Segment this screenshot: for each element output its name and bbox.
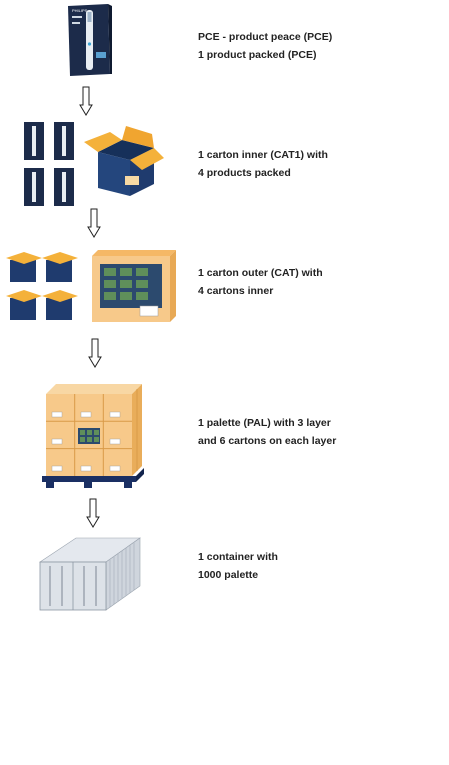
shipping-container-icon xyxy=(39,537,141,611)
step4-text: 1 palette (PAL) with 3 layer and 6 carto… xyxy=(198,414,336,450)
step2-line1: 1 carton inner (CAT1) with xyxy=(198,149,328,161)
inner-carton-icon xyxy=(24,122,164,206)
down-arrow-icon xyxy=(88,338,102,368)
step5-line1: 1 container with xyxy=(198,551,278,563)
step3-line2: 4 cartons inner xyxy=(198,285,274,297)
down-arrow-icon xyxy=(86,498,100,528)
outer-carton-icon xyxy=(6,250,176,322)
down-arrow-icon xyxy=(87,208,101,238)
step1-text: PCE - product peace (PCE) 1 product pack… xyxy=(198,28,332,64)
step5-line2: 1000 palette xyxy=(198,569,259,581)
brand-label: PHILIPS xyxy=(72,8,88,13)
step3-line1: 1 carton outer (CAT) with xyxy=(198,267,323,279)
step1-line1: PCE - product peace (PCE) xyxy=(198,31,333,43)
step1-line2: 1 product packed (PCE) xyxy=(198,49,317,61)
step2-text: 1 carton inner (CAT1) with 4 products pa… xyxy=(198,146,328,182)
toothbrush-product-icon: PHILIPS xyxy=(68,4,112,76)
step4-line1: 1 palette (PAL) with 3 layer xyxy=(198,417,331,429)
step5-text: 1 container with 1000 palette xyxy=(198,548,278,584)
step2-line2: 4 products packed xyxy=(198,167,291,179)
step3-text: 1 carton outer (CAT) with 4 cartons inne… xyxy=(198,264,323,300)
down-arrow-icon xyxy=(79,86,93,116)
palette-icon xyxy=(42,384,144,488)
step4-line2: and 6 cartons on each layer xyxy=(198,435,337,447)
